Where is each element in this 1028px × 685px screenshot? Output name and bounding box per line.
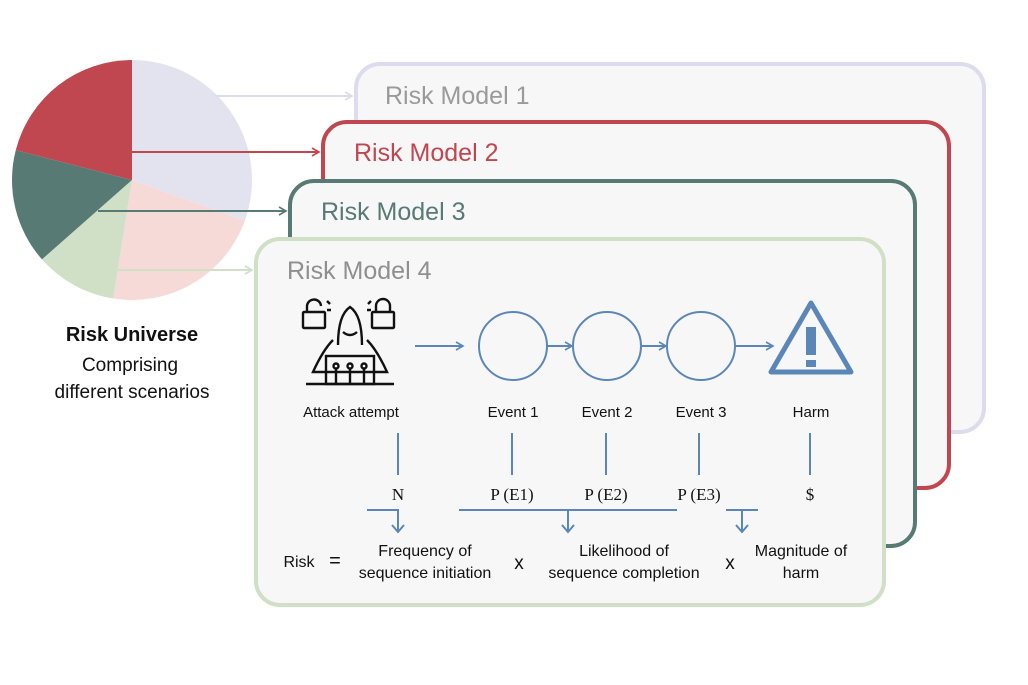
symbol-n: N xyxy=(392,485,404,504)
warning-triangle-icon xyxy=(768,300,854,375)
harm-label: Harm xyxy=(793,404,830,421)
formula-times-2: x xyxy=(725,553,735,574)
connector-lines xyxy=(367,433,811,534)
risk-model-1-title: Risk Model 1 xyxy=(385,82,530,110)
hacker-icon xyxy=(301,297,396,386)
formula-term3-line2: harm xyxy=(783,565,819,582)
risk-model-3-title: Risk Model 3 xyxy=(321,198,466,226)
symbol-pe3: P (E3) xyxy=(677,485,720,504)
risk-model-2-title: Risk Model 2 xyxy=(354,139,499,167)
risk-model-4-panel: Risk Model 4 xyxy=(254,237,886,607)
event-3-label: Event 3 xyxy=(676,404,727,421)
pie-title: Risk Universe xyxy=(66,324,198,346)
pie-subtitle-line2: different scenarios xyxy=(55,382,210,403)
pie-slice-5 xyxy=(15,60,133,180)
pie-slice-4 xyxy=(12,150,133,260)
formula-equals: = xyxy=(329,550,341,572)
pie-subtitle-line1: Comprising xyxy=(82,355,178,376)
symbol-dollar: $ xyxy=(806,485,815,504)
formula-term3-line1: Magnitude of xyxy=(755,543,848,560)
event-1-label: Event 1 xyxy=(488,404,539,421)
pie-slice-1 xyxy=(132,60,253,221)
formula-risk: Risk xyxy=(283,554,315,571)
symbol-pe2: P (E2) xyxy=(584,485,627,504)
pie-slice-3 xyxy=(41,180,132,299)
risk-model-4-title: Risk Model 4 xyxy=(287,257,432,285)
formula-term1-line2: sequence initiation xyxy=(359,565,492,582)
formula-times-1: x xyxy=(514,553,524,574)
event-2-label: Event 2 xyxy=(582,404,633,421)
formula-term2-line1: Likelihood of xyxy=(579,543,669,560)
symbol-pe1: P (E1) xyxy=(490,485,533,504)
attack-label: Attack attempt xyxy=(303,404,400,421)
formula-term1-line1: Frequency of xyxy=(378,543,472,560)
formula-term2-line2: sequence completion xyxy=(548,565,699,582)
